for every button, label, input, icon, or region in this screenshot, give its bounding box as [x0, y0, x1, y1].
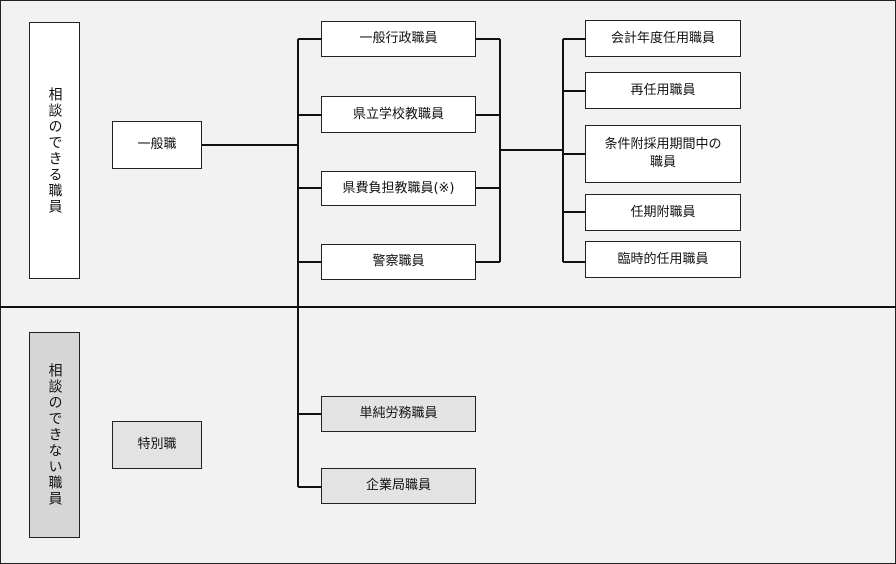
staff-label: 警察職員 — [372, 254, 425, 270]
category-special-label: 特別職 — [137, 437, 177, 453]
type-temporary: 臨時的任用職員 — [585, 241, 741, 278]
category-general-label: 一般職 — [137, 137, 177, 153]
staff-label: 一般行政職員 — [359, 31, 438, 47]
type-label: 会計年度任用職員 — [610, 30, 715, 46]
section-not-consultable-label: 相談のできない職員 — [46, 363, 63, 507]
type-probationary: 条件附採用期間中の職員 — [585, 125, 741, 183]
type-fixed-term: 任期附職員 — [585, 194, 741, 231]
type-label: 任期附職員 — [630, 204, 696, 220]
staff-enterprise-bureau: 企業局職員 — [321, 468, 476, 504]
type-label: 再任用職員 — [630, 82, 696, 98]
category-special: 特別職 — [112, 421, 202, 469]
section-consultable-label: 相談のできる職員 — [46, 86, 63, 215]
type-fiscal-year-appointed: 会計年度任用職員 — [585, 20, 741, 57]
staff-prefectural-school: 県立学校教職員 — [321, 96, 476, 133]
staff-pref-funded-teachers: 県費負担教職員(※) — [321, 171, 476, 206]
staff-label: 単純労務職員 — [359, 406, 438, 422]
staff-label: 県費負担教職員(※) — [342, 180, 455, 196]
staff-police: 警察職員 — [321, 244, 476, 280]
type-label: 条件附採用期間中の職員 — [604, 137, 722, 170]
type-reappointed: 再任用職員 — [585, 72, 741, 109]
category-general: 一般職 — [112, 121, 202, 169]
type-label: 臨時的任用職員 — [617, 251, 709, 267]
staff-label: 企業局職員 — [365, 478, 431, 494]
staff-manual-labor: 単純労務職員 — [321, 396, 476, 432]
staff-label: 県立学校教職員 — [352, 106, 444, 122]
section-not-consultable: 相談のできない職員 — [29, 332, 80, 538]
section-consultable: 相談のできる職員 — [29, 22, 80, 279]
staff-general-admin: 一般行政職員 — [321, 21, 476, 57]
